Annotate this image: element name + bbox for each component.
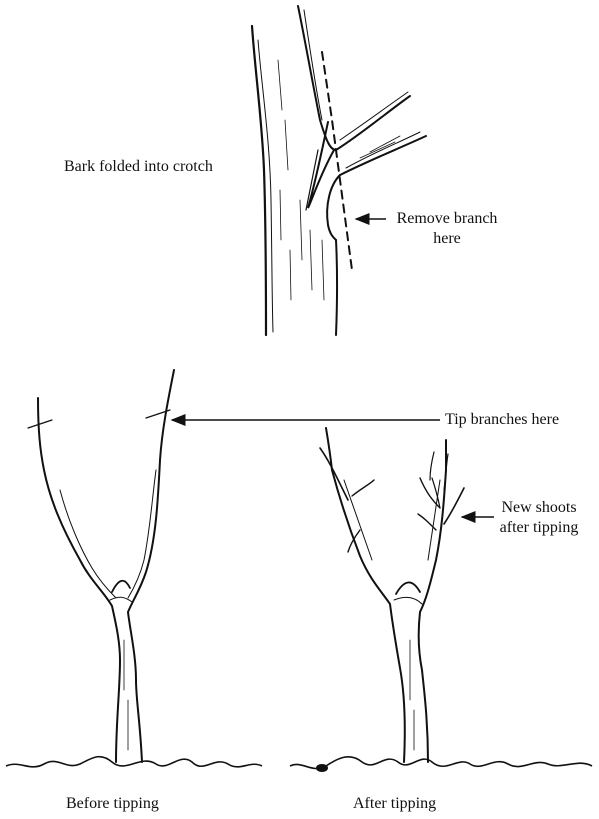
before-tree-drawing [27,369,175,763]
new-shoots-line2: after tipping [499,519,579,536]
new-shoots-line1: New shoots [501,499,577,516]
remove-branch-line1: Remove branch [396,210,498,227]
before-tipping-caption: Before tipping [66,795,159,812]
remove-branch-line2: here [433,230,461,247]
after-tree-drawing [319,427,465,763]
after-tipping-caption: After tipping [353,795,437,812]
ground-stone [316,764,328,772]
remove-branch-label: Remove branch here [392,209,502,249]
new-shoots-label: New shoots after tipping [488,498,590,538]
crotch-trunk-drawing [250,5,427,337]
ground-line [5,755,593,770]
bark-folded-label: Bark folded into crotch [64,158,213,175]
tip-branches-label: Tip branches here [445,411,560,428]
